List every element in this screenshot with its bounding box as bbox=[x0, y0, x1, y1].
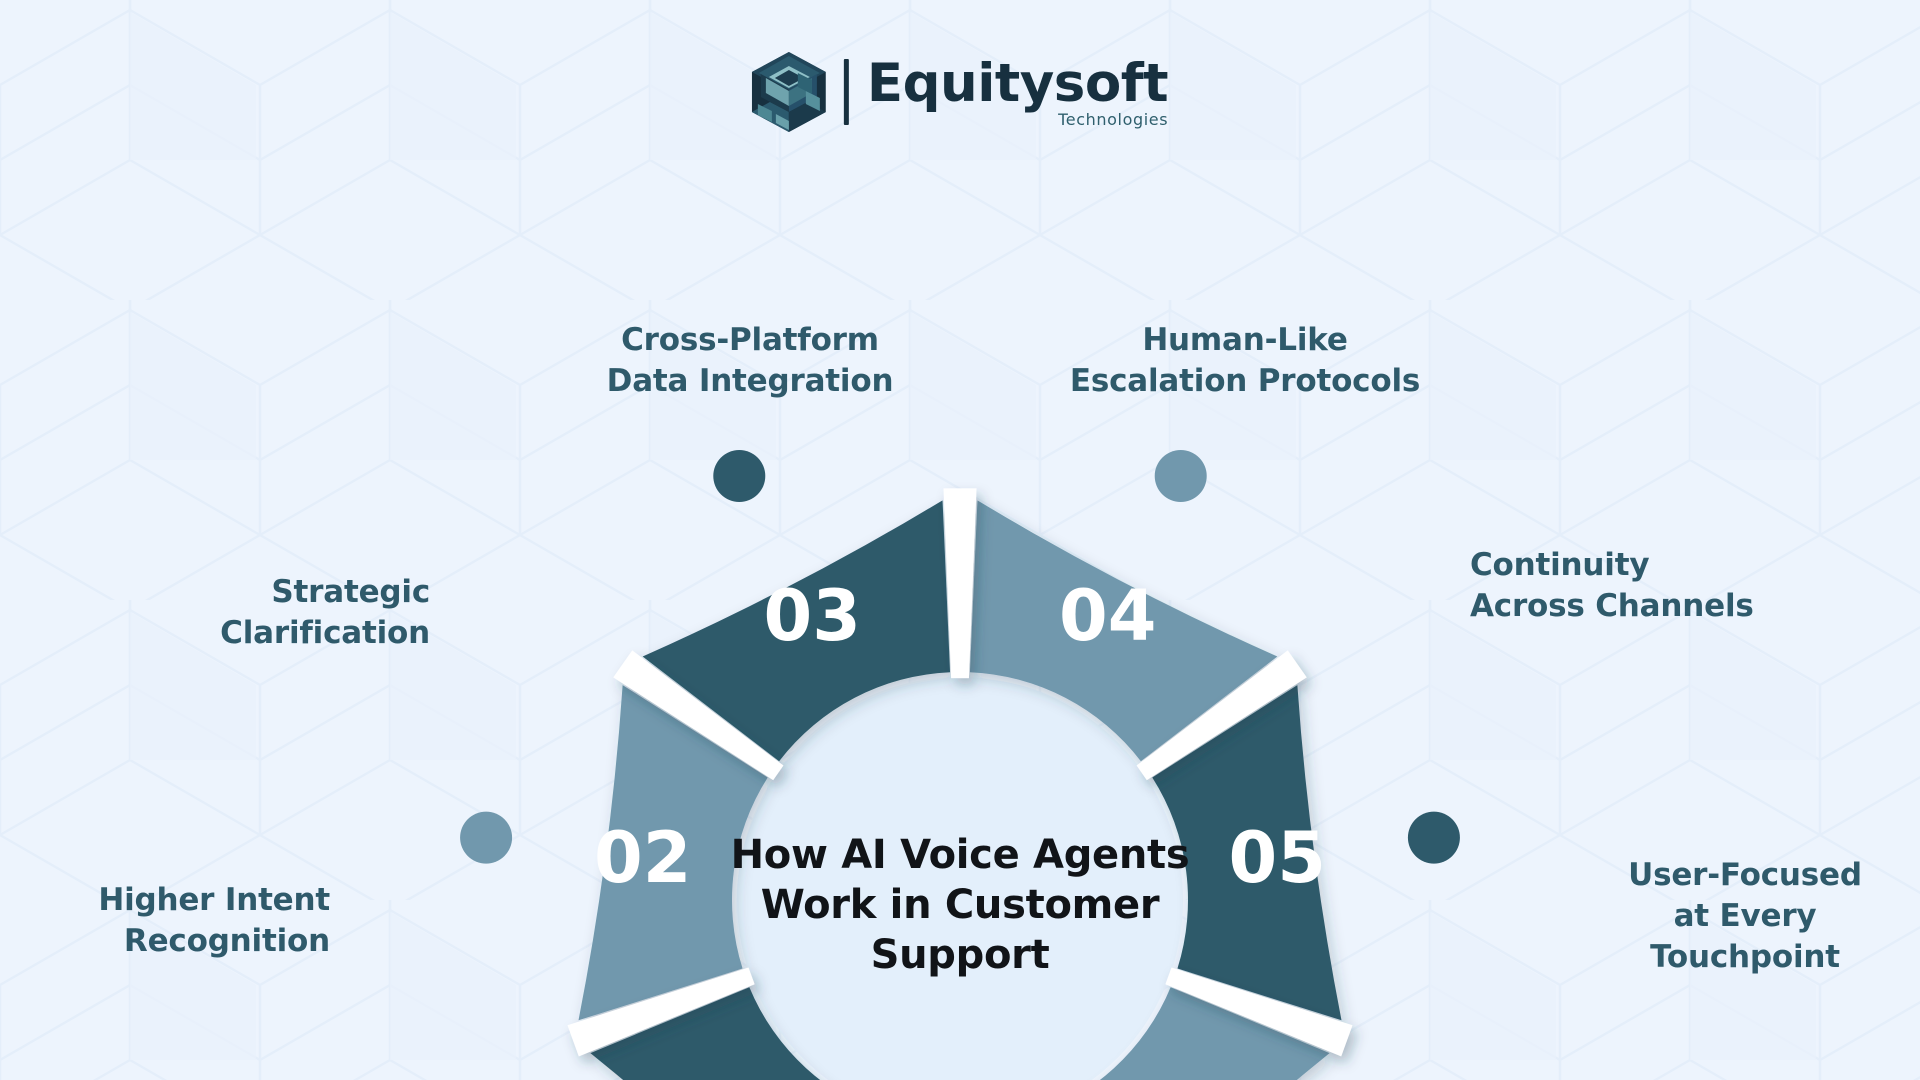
segment-label-05: Continuity Across Channels bbox=[1470, 547, 1754, 624]
logo-divider bbox=[843, 59, 849, 125]
segment-dot-03 bbox=[713, 450, 766, 503]
segment-number-04: 04 bbox=[1059, 575, 1156, 657]
segment-dot-02 bbox=[460, 811, 513, 864]
logo-text-block: Equitysoft Technologies bbox=[866, 52, 1169, 129]
brand-logo: Equitysoft Technologies bbox=[751, 52, 1169, 132]
segment-label-03: Cross-Platform Data Integration bbox=[606, 322, 894, 399]
segment-number-02: 02 bbox=[594, 817, 691, 899]
segment-number-03: 03 bbox=[764, 575, 861, 657]
brand-name: Equitysoft bbox=[866, 52, 1169, 114]
segment-label-02: Strategic Clarification bbox=[220, 574, 430, 651]
segment-label-04: Human-Like Escalation Protocols bbox=[1069, 322, 1421, 399]
segment-number-05: 05 bbox=[1229, 817, 1326, 899]
equitysoft-hexagon-logo-icon bbox=[751, 52, 826, 132]
segment-dot-04 bbox=[1154, 450, 1207, 503]
segment-dot-05 bbox=[1407, 811, 1460, 864]
segment-label-06: User-Focused at Every Touchpoint bbox=[1628, 857, 1862, 975]
segment-label-01: Higher Intent Recognition bbox=[98, 882, 330, 959]
brand-tagline: Technologies bbox=[1058, 109, 1169, 129]
center-title: How AI Voice Agents Work in Customer Sup… bbox=[730, 832, 1190, 978]
